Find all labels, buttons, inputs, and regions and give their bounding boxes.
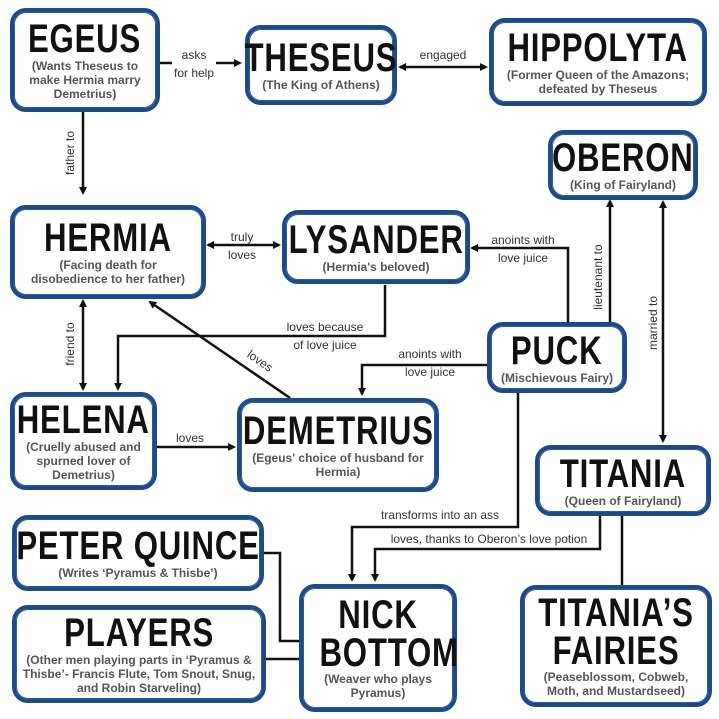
node-peter-quince[interactable]: PETER QUINCE(Writes ‘Pyramus & Thisbe’) (12, 515, 264, 591)
node-title: LYSANDER (288, 218, 464, 262)
label-married-to: married to (646, 295, 660, 351)
label-love-juice-2: love juice (404, 365, 456, 379)
label-anoints-demetrius: anoints with love juice (390, 345, 470, 381)
node-title: NICK BOTTOM (319, 593, 459, 675)
arrow-puck-demetrius (358, 363, 488, 396)
arrow-lysander-helena (114, 285, 387, 391)
label-anoints-with-2: anoints with (398, 347, 462, 361)
arrow-titania-bottom (371, 515, 602, 582)
node-title: THESEUS (244, 36, 398, 80)
node-desc: (Peaseblossom, Cobweb, Moth, and Mustard… (543, 670, 689, 698)
node-desc: (Former Queen of the Amazons; defeated b… (506, 68, 690, 96)
node-desc: (Hermia's beloved) (322, 260, 430, 274)
label-father-to: father to (63, 130, 77, 176)
node-players[interactable]: PLAYERS(Other men playing parts in ‘Pyra… (12, 605, 266, 703)
node-titanias-fairies[interactable]: TITANIA’S FAIRIES(Peaseblossom, Cobweb, … (520, 585, 712, 707)
node-desc: (Wants Theseus to make Hermia marry Deme… (29, 59, 141, 101)
label-anoints-lysander: anoints with love juice (488, 231, 558, 267)
line-quince-bottom (262, 551, 300, 643)
node-oberon[interactable]: OBERON(King of Fairyland) (548, 130, 698, 200)
node-lysander[interactable]: LYSANDER(Hermia's beloved) (282, 210, 470, 284)
label-for-help: for help (173, 66, 215, 80)
node-title: TITANIA’S FAIRIES (538, 591, 694, 673)
node-egeus[interactable]: EGEUS(Wants Theseus to make Hermia marry… (10, 8, 160, 112)
node-desc: (Egeus' choice of husband for Hermia) (252, 451, 424, 479)
label-engaged: engaged (419, 48, 467, 62)
node-desc: (Writes ‘Pyramus & Thisbe’) (58, 566, 218, 580)
label-truly: truly (230, 230, 254, 244)
label-anoints-with: anoints with (491, 233, 555, 247)
label-truly-loves: truly loves (222, 228, 262, 264)
label-friend-to: friend to (63, 322, 77, 366)
node-desc: (Facing death for disobedience to her fa… (30, 258, 186, 286)
arrow-puck-bottom (348, 393, 520, 582)
node-desc: (Cruelly abused and spurned lover of Dem… (26, 440, 141, 482)
node-desc: (Mischievous Fairy) (500, 370, 614, 385)
node-titania[interactable]: TITANIA(Queen of Fairyland) (535, 445, 711, 516)
label-loves: loves (227, 248, 256, 262)
node-desc: (Queen of Fairyland) (564, 493, 682, 508)
label-loves-helena: loves (175, 431, 204, 445)
arrow-puck-lysander (470, 244, 570, 322)
node-title: EGEUS (28, 17, 142, 61)
node-hermia[interactable]: HERMIA(Facing death for disobedience to … (10, 205, 206, 299)
node-title: HERMIA (44, 216, 172, 260)
label-loves-because-a: loves because (286, 320, 364, 334)
node-title: PUCK (511, 328, 603, 373)
node-title: DEMETRIUS (242, 409, 434, 453)
label-loves-because: loves because of love juice (280, 318, 370, 354)
node-title: PETER QUINCE (16, 524, 260, 568)
node-title: OBERON (552, 136, 694, 180)
label-loves-titania: loves, thanks to Oberon’s love potion (390, 532, 588, 546)
node-title: TITANIA (559, 451, 687, 496)
node-desc: (King of Fairyland) (570, 178, 676, 192)
label-asks: asks (181, 48, 207, 62)
label-love-juice: love juice (497, 251, 549, 265)
node-demetrius[interactable]: DEMETRIUS(Egeus' choice of husband for H… (237, 398, 439, 492)
node-desc: (Weaver who plays Pyramus) (324, 672, 432, 700)
label-transforms: transforms into an ass (380, 508, 500, 522)
arrow-demetrius-hermia (148, 300, 291, 400)
label-loves-because-b: of love juice (293, 338, 357, 352)
node-title: PLAYERS (64, 611, 214, 655)
node-helena[interactable]: HELENA(Cruelly abused and spurned lover … (10, 392, 157, 490)
label-asks-for-help: asks for help (172, 46, 216, 82)
label-lieutenant-to: lieutenant to (591, 244, 605, 310)
node-title: HIPPOLYTA (507, 26, 689, 70)
node-nick-bottom[interactable]: NICK BOTTOM(Weaver who plays Pyramus) (299, 584, 459, 712)
node-title: HELENA (17, 398, 150, 442)
node-puck[interactable]: PUCK(Mischievous Fairy) (487, 322, 627, 393)
node-desc: (Other men playing parts in ‘Pyramus & T… (22, 653, 256, 695)
node-hippolyta[interactable]: HIPPOLYTA(Former Queen of the Amazons; d… (489, 18, 707, 106)
node-desc: (The King of Athens) (262, 78, 380, 92)
node-theseus[interactable]: THESEUS(The King of Athens) (245, 25, 397, 105)
